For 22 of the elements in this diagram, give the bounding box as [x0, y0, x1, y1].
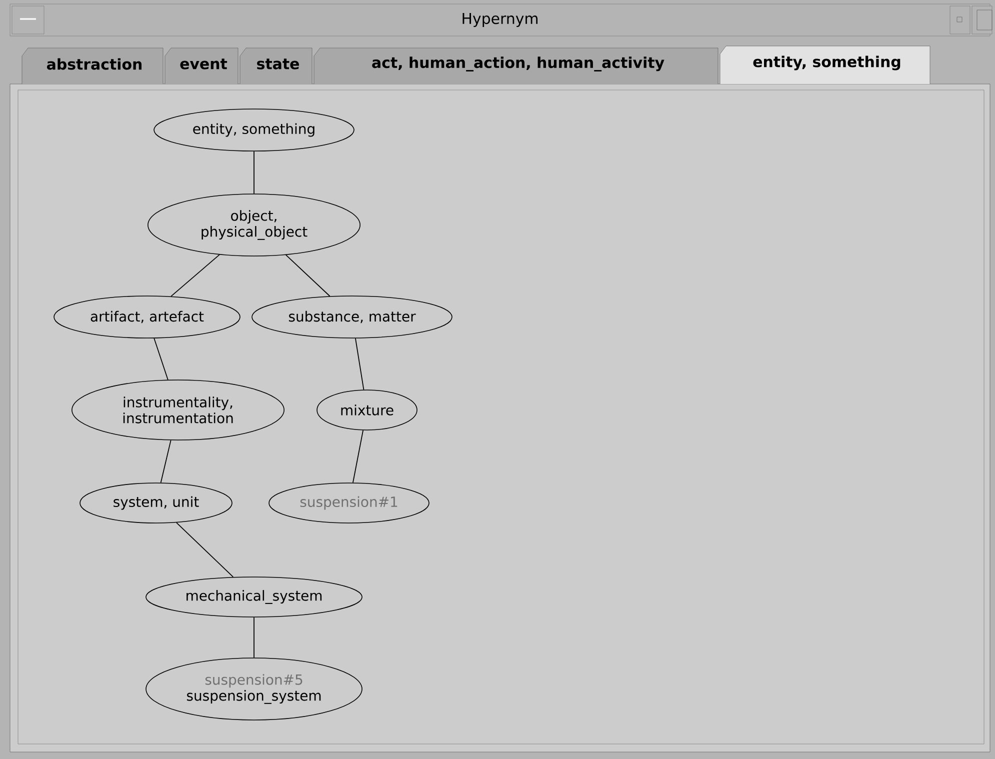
- ellipse-node: suspension#1: [268, 482, 430, 524]
- tab: entity, something: [720, 46, 930, 84]
- ellipse-node: system, unit: [80, 482, 232, 524]
- connector-line: [355, 338, 364, 390]
- title-bar: Hypernym: [10, 4, 990, 36]
- ellipse-node: mixture: [316, 390, 418, 430]
- ellipse-node: mechanical_system: [146, 576, 362, 618]
- tab: state: [240, 48, 312, 84]
- connector-line: [352, 430, 364, 484]
- ellipse-node: entity, something: [154, 108, 354, 152]
- connector-line: [154, 338, 168, 380]
- ellipse-node: suspension#5 suspension_system: [146, 658, 362, 720]
- connector-line: [285, 254, 330, 297]
- connector-line: [170, 254, 220, 297]
- tab: abstraction: [22, 48, 164, 84]
- connector-line: [176, 522, 234, 578]
- ellipse-node: instrumentality, instrumentation: [72, 380, 284, 440]
- connector-line: [160, 440, 172, 484]
- tab: event: [164, 48, 238, 84]
- ellipse-node: object, physical_object: [148, 194, 360, 256]
- ellipse-node: substance, matter: [252, 296, 452, 338]
- ellipse-node: artifact, artefact: [54, 296, 240, 338]
